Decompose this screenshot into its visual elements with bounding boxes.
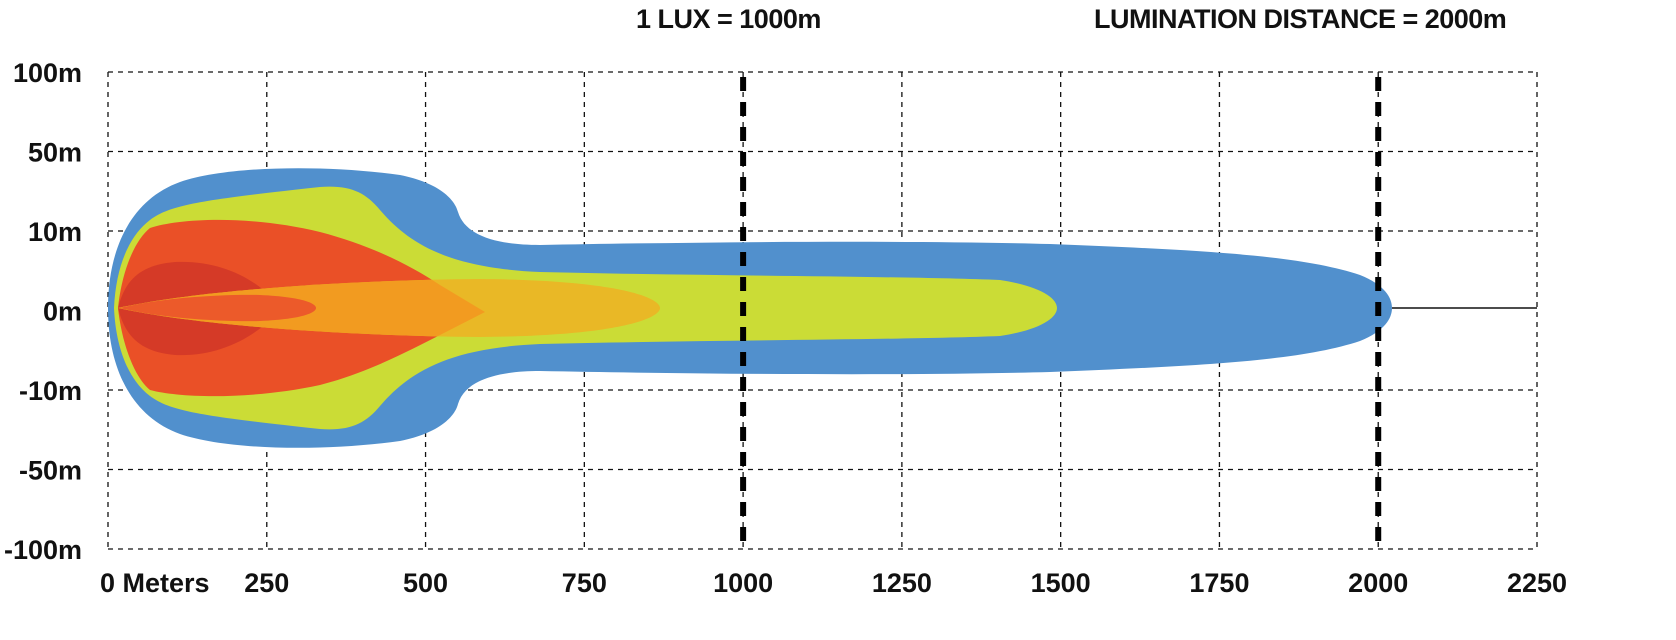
x-tick-label: 1250: [872, 568, 932, 598]
x-tick-label: 2000: [1348, 568, 1408, 598]
y-tick-label: 0m: [43, 297, 82, 327]
y-tick-label: -100m: [4, 535, 82, 565]
x-tick-label: 750: [562, 568, 607, 598]
x-tick-label: 0 Meters: [100, 568, 210, 598]
spot-core-contour: [120, 294, 316, 322]
x-tick-label: 500: [403, 568, 448, 598]
y-tick-label: -50m: [19, 456, 82, 486]
lumination-distance-annotation: LUMINATION DISTANCE = 2000m: [1094, 4, 1507, 34]
x-tick-label: 1000: [713, 568, 773, 598]
y-tick-label: 100m: [13, 58, 82, 88]
y-tick-label: 10m: [28, 217, 82, 247]
x-tick-label: 2250: [1507, 568, 1567, 598]
x-tick-label: 250: [244, 568, 289, 598]
ticks: 0 Meters 250 500 750 1000 1250 1500 1750 2000 225…: [4, 58, 1567, 598]
y-tick-label: 50m: [28, 138, 82, 168]
markers: [740, 77, 1382, 549]
x-tick-label: 1500: [1031, 568, 1091, 598]
one-lux-annotation: 1 LUX = 1000m: [636, 4, 821, 34]
grid: [107, 71, 1538, 550]
x-tick-label: 1750: [1189, 568, 1249, 598]
spot-beam-overlap: [118, 279, 485, 337]
y-tick-label: -10m: [19, 376, 82, 406]
